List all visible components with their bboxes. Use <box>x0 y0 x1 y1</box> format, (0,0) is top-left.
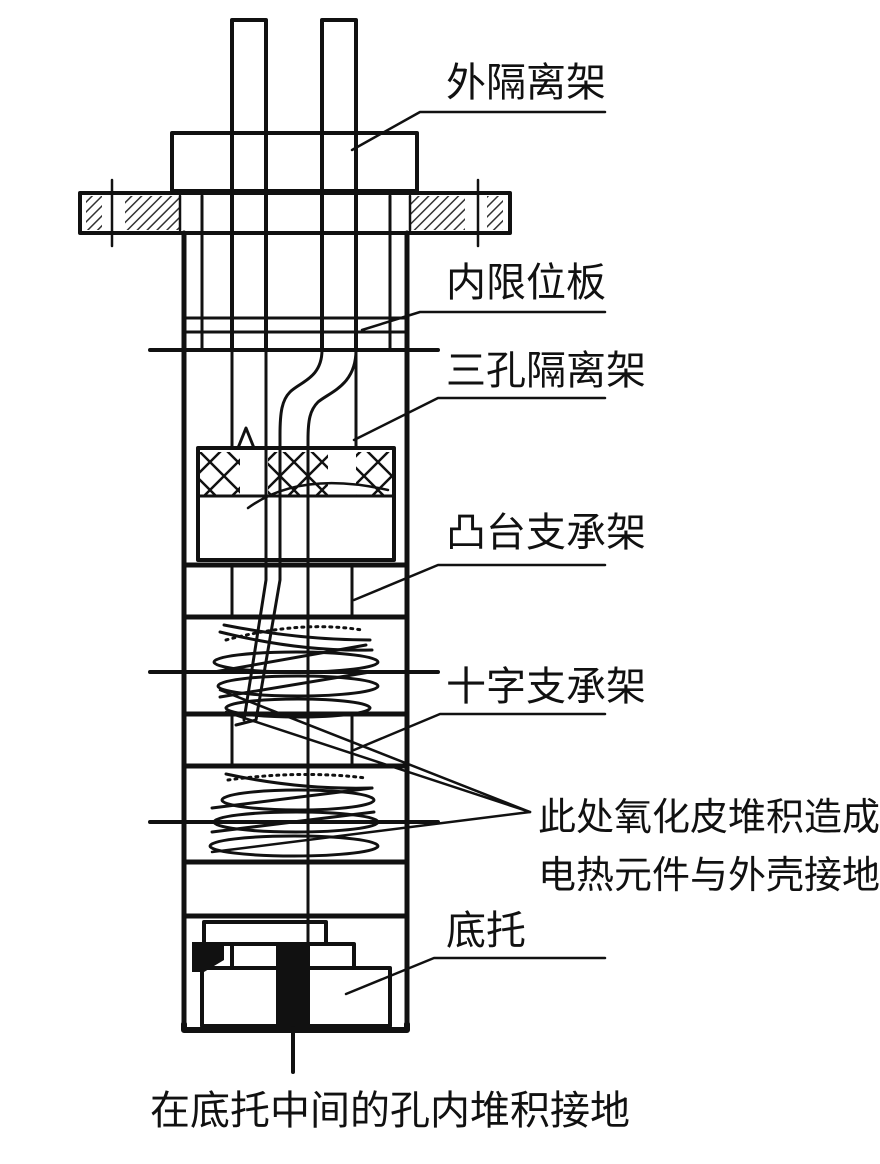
label-inner-limit-plate: 内限位板 <box>446 260 606 306</box>
oxide-marks <box>224 625 368 782</box>
bent-conductor-rod <box>234 348 324 727</box>
cross-support-part <box>181 711 410 769</box>
mounting-flange <box>78 178 512 248</box>
lower-spacer-part <box>181 859 410 919</box>
label-bottom-note: 在底托中间的孔内堆积接地 <box>150 1088 630 1134</box>
label-oxide-note-line2: 电热元件与外壳接地 <box>538 853 880 897</box>
label-boss-support: 凸台支承架 <box>446 510 646 556</box>
drawing-lines <box>78 18 607 1074</box>
label-cross-support: 十字支承架 <box>446 664 646 710</box>
label-oxide-note-line1: 此处氧化皮堆积造成 <box>538 795 880 839</box>
inner-limit-plate <box>148 316 440 352</box>
heating-coil-upper <box>212 623 380 719</box>
outer-shell <box>181 194 410 1033</box>
boss-support-part <box>181 562 410 620</box>
three-hole-isolator-part <box>196 426 396 562</box>
labels: 外隔离架 内限位板 三孔隔离架 凸台支承架 十字支承架 此处氧化皮堆积造成 电热… <box>150 60 880 1134</box>
label-base-support: 底托 <box>446 908 526 954</box>
terminal-rods <box>230 18 358 352</box>
leader-lines <box>210 110 607 996</box>
heating-coil-lower <box>208 772 380 858</box>
base-support-part <box>192 920 392 1074</box>
label-outer-isolator: 外隔离架 <box>446 60 606 106</box>
label-three-hole-isolator: 三孔隔离架 <box>446 348 646 394</box>
top-cap-block <box>170 131 419 193</box>
